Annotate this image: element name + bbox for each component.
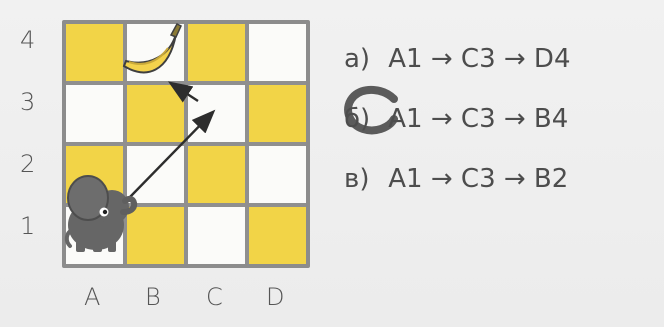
option-c[interactable]: в) A1 → C3 → B2 [344,166,568,192]
option-b[interactable]: б) A1 → C3 → B4 [344,106,568,132]
arrow-icon [130,84,212,197]
elephant-icon [67,176,134,252]
banana-icon [124,24,181,72]
option-a[interactable]: а) A1 → C3 → D4 [344,46,570,72]
option-b-label: б) [344,106,380,132]
option-c-path: A1 → C3 → B2 [388,164,568,194]
option-c-label: в) [344,166,380,192]
option-a-label: а) [344,46,380,72]
option-b-path: A1 → C3 → B4 [388,104,568,134]
option-a-path: A1 → C3 → D4 [388,44,570,74]
